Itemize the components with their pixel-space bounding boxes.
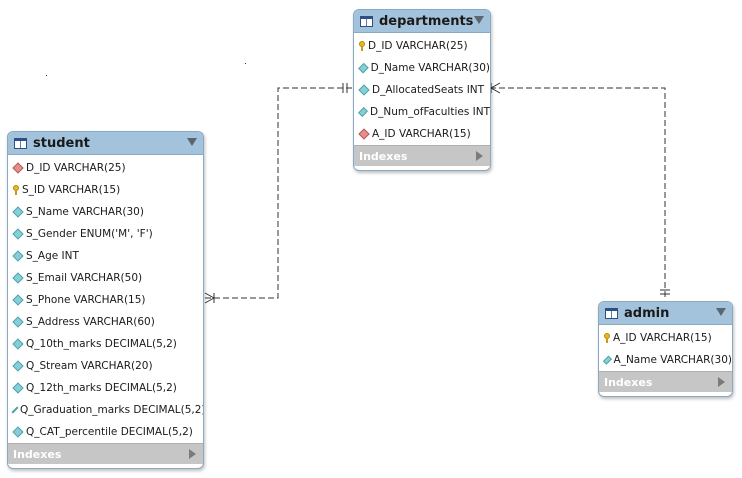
column-label: S_Phone VARCHAR(15) xyxy=(26,294,146,306)
column-row[interactable]: S_Phone VARCHAR(15) xyxy=(8,289,203,311)
column-label: S_ID VARCHAR(15) xyxy=(22,184,121,196)
column-label: Q_Stream VARCHAR(20) xyxy=(26,360,153,372)
column-icon xyxy=(12,316,24,328)
column-list: A_ID VARCHAR(15) A_Name VARCHAR(30) xyxy=(599,325,732,371)
many-marker-departments-right xyxy=(489,82,501,94)
column-row[interactable]: Q_Graduation_marks DECIMAL(5,2) xyxy=(8,399,203,421)
expand-arrow-icon[interactable] xyxy=(189,449,196,459)
column-label: D_ID VARCHAR(25) xyxy=(26,162,126,174)
column-row[interactable]: A_ID VARCHAR(15) xyxy=(354,123,490,145)
column-row[interactable]: A_Name VARCHAR(30) xyxy=(599,349,732,371)
foreign-key-icon xyxy=(358,128,370,140)
column-icon xyxy=(358,62,369,74)
column-row[interactable]: Q_10th_marks DECIMAL(5,2) xyxy=(8,333,203,355)
primary-key-icon xyxy=(13,185,19,195)
connector-departments-admin xyxy=(490,87,666,300)
column-label: S_Name VARCHAR(30) xyxy=(26,206,144,218)
column-row[interactable]: S_Address VARCHAR(60) xyxy=(8,311,203,333)
column-row[interactable]: Q_CAT_percentile DECIMAL(5,2) xyxy=(8,421,203,443)
stray-dot xyxy=(46,75,47,76)
column-label: D_ID VARCHAR(25) xyxy=(368,40,468,52)
indexes-label: Indexes xyxy=(13,447,62,461)
column-icon xyxy=(358,107,368,117)
column-label: S_Email VARCHAR(50) xyxy=(26,272,143,284)
column-label: A_ID VARCHAR(15) xyxy=(372,128,471,140)
expand-arrow-icon[interactable] xyxy=(476,151,483,161)
primary-key-icon xyxy=(359,41,365,51)
table-icon xyxy=(605,307,618,319)
table-departments[interactable]: departments D_ID VARCHAR(25) D_Name VARCH… xyxy=(353,9,491,171)
column-row[interactable]: S_Name VARCHAR(30) xyxy=(8,201,203,223)
column-list: D_ID VARCHAR(25) D_Name VARCHAR(30) D_Allo… xyxy=(354,33,490,145)
primary-key-icon xyxy=(604,333,610,343)
table-student[interactable]: student D_ID VARCHAR(25) S_ID VARCHAR(15)… xyxy=(7,131,204,469)
column-row[interactable]: S_Email VARCHAR(50) xyxy=(8,267,203,289)
column-icon xyxy=(602,355,612,365)
one-marker-admin xyxy=(660,289,670,295)
column-row[interactable]: S_Gender ENUM('M', 'F') xyxy=(8,223,203,245)
indexes-label: Indexes xyxy=(359,149,408,163)
dropdown-arrow-icon[interactable] xyxy=(474,16,484,24)
table-header[interactable]: student xyxy=(8,132,203,155)
table-admin[interactable]: admin A_ID VARCHAR(15) A_Name VARCHAR(30)… xyxy=(598,301,733,397)
column-row[interactable]: S_Age INT xyxy=(8,245,203,267)
column-row[interactable]: Q_12th_marks DECIMAL(5,2) xyxy=(8,377,203,399)
column-label: Q_10th_marks DECIMAL(5,2) xyxy=(26,338,177,350)
column-icon xyxy=(12,426,24,438)
column-label: A_Name VARCHAR(30) xyxy=(613,354,732,366)
table-icon xyxy=(360,15,373,27)
column-label: S_Age INT xyxy=(26,250,79,262)
column-icon xyxy=(12,206,24,218)
column-label: D_Num_ofFaculties INT xyxy=(370,106,490,118)
column-label: S_Gender ENUM('M', 'F') xyxy=(26,228,153,240)
table-title: departments xyxy=(379,13,474,29)
dropdown-arrow-icon[interactable] xyxy=(716,308,726,316)
many-marker-student xyxy=(204,292,216,304)
column-row[interactable]: D_Name VARCHAR(30) xyxy=(354,57,490,79)
column-row[interactable]: D_Num_ofFaculties INT xyxy=(354,101,490,123)
table-title: student xyxy=(33,135,90,151)
table-title: admin xyxy=(624,305,670,321)
indexes-section[interactable]: Indexes xyxy=(354,145,490,166)
column-icon xyxy=(12,294,24,306)
column-icon xyxy=(12,228,24,240)
column-label: S_Address VARCHAR(60) xyxy=(26,316,155,328)
column-label: D_AllocatedSeats INT xyxy=(372,84,485,96)
column-label: Q_CAT_percentile DECIMAL(5,2) xyxy=(26,426,193,438)
column-icon xyxy=(358,84,370,96)
column-label: Q_Graduation_marks DECIMAL(5,2) xyxy=(20,404,204,416)
connector-student-departments xyxy=(205,87,353,299)
table-header[interactable]: departments xyxy=(354,10,490,33)
indexes-section[interactable]: Indexes xyxy=(8,443,203,464)
column-icon xyxy=(12,272,24,284)
foreign-key-icon xyxy=(12,162,24,174)
column-label: Q_12th_marks DECIMAL(5,2) xyxy=(26,382,177,394)
table-icon xyxy=(14,137,27,149)
column-label: D_Name VARCHAR(30) xyxy=(370,62,490,74)
column-label: A_ID VARCHAR(15) xyxy=(613,332,712,344)
column-row[interactable]: S_ID VARCHAR(15) xyxy=(8,179,203,201)
column-row[interactable]: D_ID VARCHAR(25) xyxy=(8,157,203,179)
column-icon xyxy=(12,360,24,372)
dropdown-arrow-icon[interactable] xyxy=(187,138,197,146)
column-list: D_ID VARCHAR(25) S_ID VARCHAR(15) S_Name V… xyxy=(8,155,203,443)
one-marker-departments-left xyxy=(342,83,348,93)
column-row[interactable]: D_AllocatedSeats INT xyxy=(354,79,490,101)
indexes-section[interactable]: Indexes xyxy=(599,371,732,392)
stray-dot xyxy=(245,63,246,64)
column-row[interactable]: A_ID VARCHAR(15) xyxy=(599,327,732,349)
indexes-label: Indexes xyxy=(604,375,653,389)
column-row[interactable]: D_ID VARCHAR(25) xyxy=(354,35,490,57)
table-header[interactable]: admin xyxy=(599,302,732,325)
column-icon xyxy=(12,338,24,350)
expand-arrow-icon[interactable] xyxy=(718,377,725,387)
column-icon xyxy=(12,382,24,394)
column-icon xyxy=(11,406,19,414)
column-icon xyxy=(12,250,24,262)
column-row[interactable]: Q_Stream VARCHAR(20) xyxy=(8,355,203,377)
